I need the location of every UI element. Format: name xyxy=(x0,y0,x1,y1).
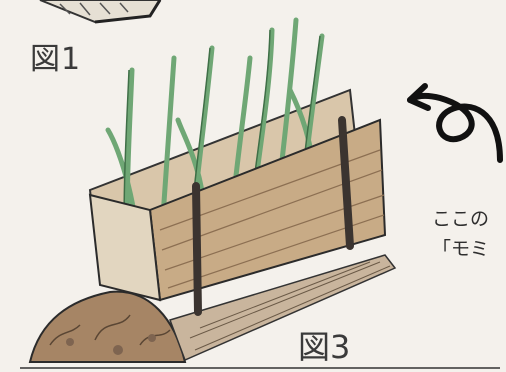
side-note-line-1: ここの xyxy=(432,204,506,231)
soil-mound xyxy=(30,292,185,362)
figure-1-tray-corner xyxy=(40,0,160,22)
side-note-line-2: 「モミ xyxy=(432,234,506,261)
side-board xyxy=(90,195,160,300)
figure-3-label: 図3 xyxy=(298,322,350,368)
figure-1-label: 図1 xyxy=(30,34,81,78)
curved-arrow-icon xyxy=(410,86,500,160)
